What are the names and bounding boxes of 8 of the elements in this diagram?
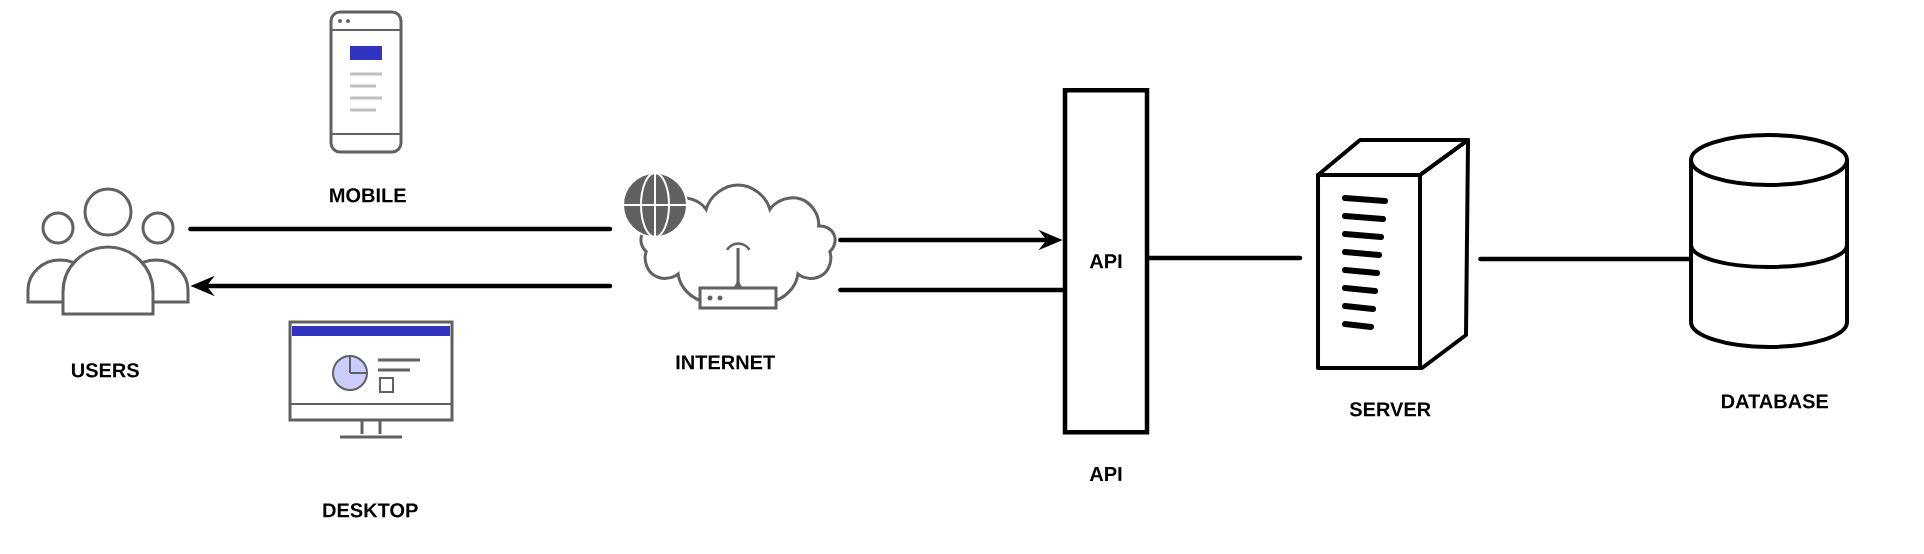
internet-label: INTERNET <box>676 355 775 370</box>
server-label: SERVER <box>1349 402 1431 417</box>
mobile-label: MOBILE <box>330 188 406 203</box>
api-bar: API <box>1062 88 1150 435</box>
users-label: USERS <box>71 363 139 378</box>
api-label: API <box>1089 467 1122 481</box>
desktop-label: DESKTOP <box>323 503 418 518</box>
database-label: DATABASE <box>1722 394 1828 409</box>
